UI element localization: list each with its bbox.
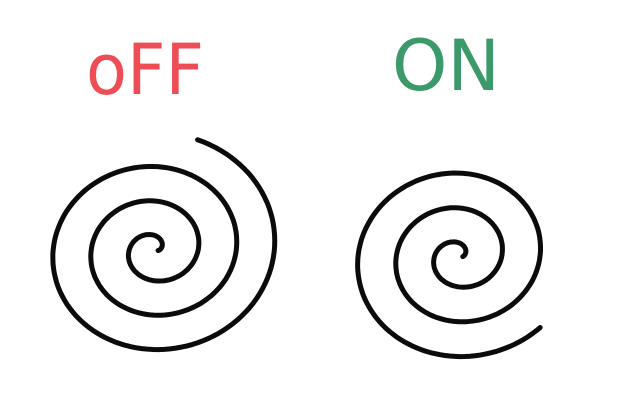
on-spiral xyxy=(355,170,544,360)
off-spiral xyxy=(50,137,278,353)
on-label: ON xyxy=(392,25,500,107)
off-label: oFF xyxy=(86,29,204,111)
